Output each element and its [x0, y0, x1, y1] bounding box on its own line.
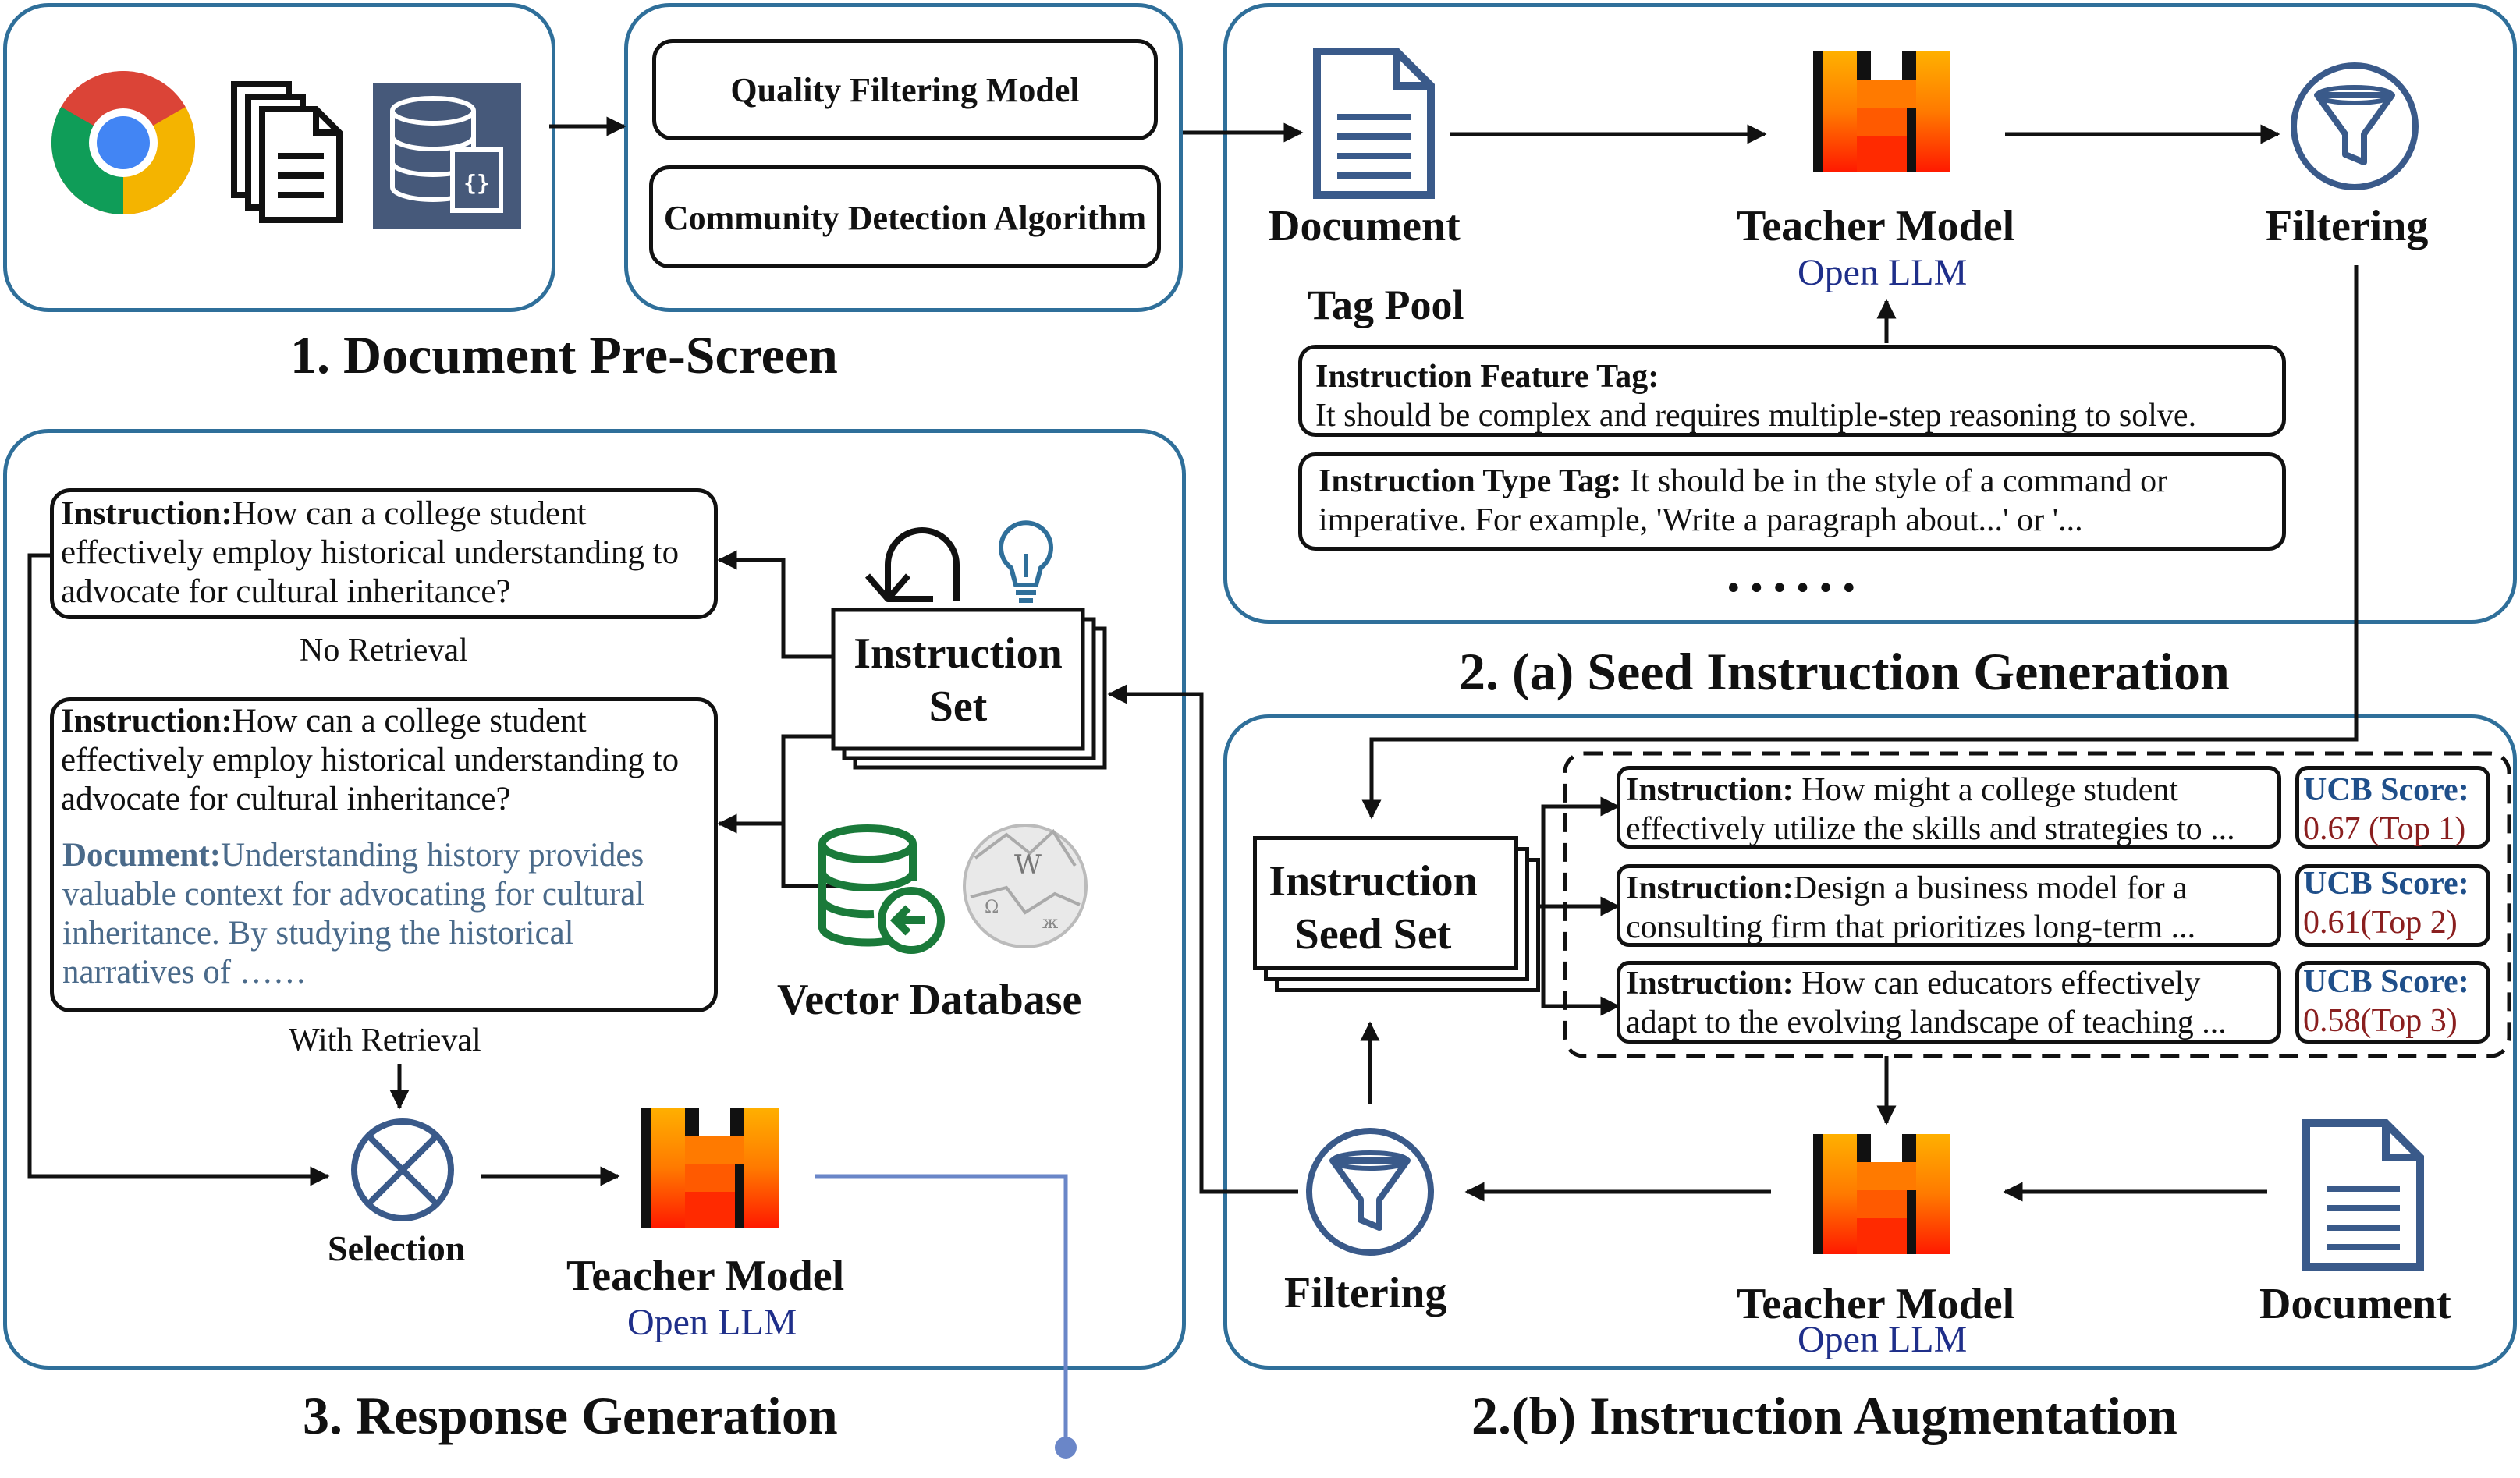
feature-tag-text: It should be complex and requires multip…: [1315, 398, 2197, 434]
ucb-2-label: UCB Score:: [2303, 866, 2469, 902]
instruction-set-label: Instruction Set: [854, 629, 1063, 731]
retrieved-document-text: Document:Understanding history provides …: [62, 836, 702, 992]
augment-document-label: Document: [2259, 1280, 2451, 1328]
seed-generation-title: 2. (a) Seed Instruction Generation: [1459, 642, 2230, 701]
ucb-box-2: [2295, 864, 2490, 947]
quality-filtering-model-box: [652, 39, 1158, 140]
augment-item-1-body: How might a college student effectively …: [1626, 772, 2235, 847]
response-generation-title: 3. Response Generation: [303, 1386, 838, 1445]
type-tag-label: Instruction Type Tag:: [1319, 463, 1622, 499]
seed-set-stack: [1253, 836, 1518, 970]
augment-item-3: [1617, 961, 2281, 1044]
ucb-1-label: UCB Score:: [2303, 772, 2469, 808]
doc-body: Understanding history provides valuable …: [62, 837, 645, 991]
type-tag-box: [1298, 452, 2286, 551]
instruction-no-retrieval-text: Instruction:How can a college student ef…: [61, 494, 713, 611]
augment-filtering-label: Filtering: [1284, 1269, 1447, 1317]
doc-label: Document:: [62, 837, 222, 874]
augment-item-1-text: Instruction: How might a college student…: [1626, 771, 2275, 849]
augment-item-2-text: Instruction:Design a business model for …: [1626, 869, 2275, 947]
instruction-with-retrieval-box: [50, 697, 718, 1012]
augment-item-3-label: Instruction:: [1626, 966, 1794, 1001]
instr2-body: How can a college student effectively em…: [61, 703, 680, 817]
augment-item-1-label: Instruction:: [1626, 772, 1794, 808]
more-tags-ellipsis: ••••••: [1724, 571, 1863, 607]
ucb-1: UCB Score: 0.67 (Top 1): [2303, 771, 2487, 849]
ucb-2: UCB Score: 0.61(Top 2): [2303, 864, 2487, 942]
instruction-no-retrieval-box: [50, 488, 718, 619]
augment-item-3-text: Instruction: How can educators effective…: [1626, 964, 2275, 1042]
augment-item-2-label: Instruction:: [1626, 870, 1794, 906]
community-detection-box: [649, 165, 1161, 268]
ucb-3-value: 0.58(Top 3): [2303, 1003, 2458, 1039]
type-tag-content: Instruction Type Tag: It should be in th…: [1319, 462, 2270, 540]
feature-tag-label: Instruction Feature Tag:: [1315, 359, 1659, 395]
instr1-body: How can a college student effectively em…: [61, 495, 680, 610]
instruction-with-retrieval-text: Instruction:How can a college student ef…: [61, 702, 713, 819]
augment-open-llm-label: Open LLM: [1798, 1319, 1968, 1360]
type-tag-text: It should be in the style of a command o…: [1319, 463, 2168, 538]
quality-filtering-model-label: Quality Filtering Model: [730, 71, 1080, 109]
prescreen-sources-panel: [3, 3, 555, 312]
selection-label: Selection: [328, 1228, 466, 1268]
ucb-box-1: [2295, 766, 2490, 849]
ucb-2-value: 0.61(Top 2): [2303, 905, 2458, 941]
instr2-label: Instruction:: [61, 703, 232, 739]
response-teacher-model-label: Teacher Model: [566, 1252, 845, 1300]
ucb-box-3: [2295, 961, 2490, 1044]
ucb-3-label: UCB Score:: [2303, 964, 2469, 1000]
augment-item-3-body: How can educators effectively adapt to t…: [1626, 966, 2227, 1040]
vector-database-label: Vector Database: [777, 976, 1082, 1024]
no-retrieval-label: No Retrieval: [300, 633, 468, 668]
community-detection-label: Community Detection Algorithm: [663, 199, 1147, 237]
feature-tag-content: Instruction Feature Tag: It should be co…: [1315, 357, 2275, 435]
augment-teacher-model-label: Teacher Model: [1737, 1280, 2015, 1328]
augment-item-2-body: Design a business model for a consulting…: [1626, 870, 2196, 945]
seed-open-llm-label: Open LLM: [1798, 252, 1968, 293]
augment-item-2: [1617, 864, 2281, 947]
ucb-1-value: 0.67 (Top 1): [2303, 811, 2466, 847]
with-retrieval-label: With Retrieval: [289, 1023, 481, 1058]
augment-item-1: [1617, 766, 2281, 849]
seed-teacher-model-label: Teacher Model: [1737, 202, 2015, 250]
prescreen-title: 1. Document Pre-Screen: [290, 325, 838, 385]
feature-tag-box: [1298, 345, 2286, 437]
seed-filtering-label: Filtering: [2266, 202, 2429, 250]
augmentation-title: 2.(b) Instruction Augmentation: [1471, 1386, 2177, 1445]
seed-document-label: Document: [1269, 202, 1461, 250]
seed-set-label: Instruction Seed Set: [1269, 857, 1478, 959]
instr1-label: Instruction:: [61, 495, 232, 532]
ucb-3: UCB Score: 0.58(Top 3): [2303, 962, 2487, 1040]
tag-pool-label: Tag Pool: [1308, 282, 1464, 328]
response-open-llm-label: Open LLM: [627, 1302, 797, 1343]
